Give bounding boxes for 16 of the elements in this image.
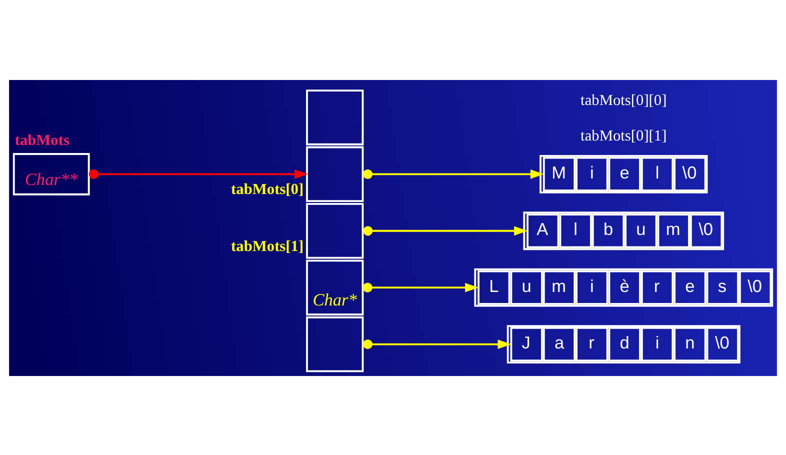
arrow	[363, 226, 528, 236]
node-box	[306, 146, 364, 202]
arrow	[88, 168, 308, 178]
node-box	[306, 89, 364, 145]
label: tabMots[0][1]	[580, 126, 667, 144]
node-box: Char*	[306, 259, 364, 315]
node-box	[306, 316, 364, 372]
arrow	[362, 168, 544, 178]
node-label: tabMots	[14, 132, 70, 149]
node-box	[306, 202, 364, 258]
arrow	[362, 282, 479, 292]
label: tabMots[0][0]	[580, 91, 667, 108]
arrow	[362, 338, 512, 349]
node-box: Char**	[12, 152, 90, 195]
node-label: tabMots[1]	[231, 237, 304, 254]
node-label: tabMots[0]	[231, 180, 304, 198]
